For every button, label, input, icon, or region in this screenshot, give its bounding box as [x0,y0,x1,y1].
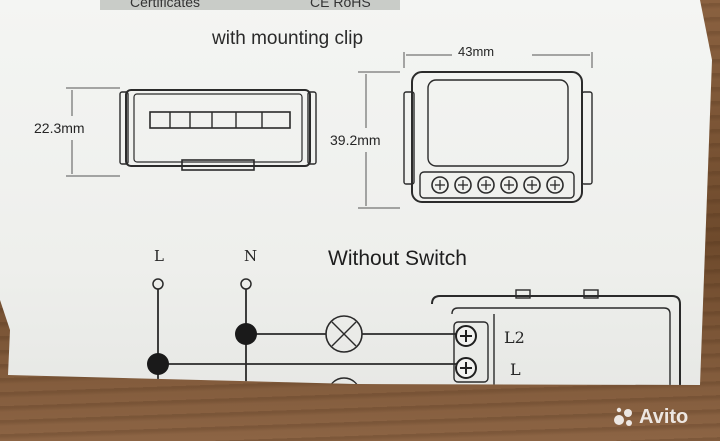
height-dimension-label: 39.2mm [330,132,381,148]
width-dimension-line [403,52,593,68]
section-title: with mounting clip [212,28,364,49]
module-screw-terminals [455,325,477,379]
terminal-live-label: L [154,247,164,265]
terminal-neutral-label: N [244,247,258,265]
depth-dimension-line [66,87,120,177]
wiring-title: Without Switch [328,247,467,270]
depth-dimension-label: 22.3mm [34,120,85,136]
height-dimension-line [358,71,400,209]
side-view-diagram [119,89,317,171]
certificates-label: Certificates [130,0,201,10]
module-output-label: L2 [504,328,525,347]
avito-logo-icon [614,407,632,426]
module-input-label: L [510,360,521,379]
watermark-text: Avito [639,405,689,428]
certificates-value: CE RoHS [310,0,371,10]
avito-watermark: Avito [612,404,688,430]
certificates-row [100,0,400,10]
width-dimension-label: 43mm [458,44,495,59]
wiring-junction-dots [147,323,257,375]
front-view-diagram [403,71,593,203]
